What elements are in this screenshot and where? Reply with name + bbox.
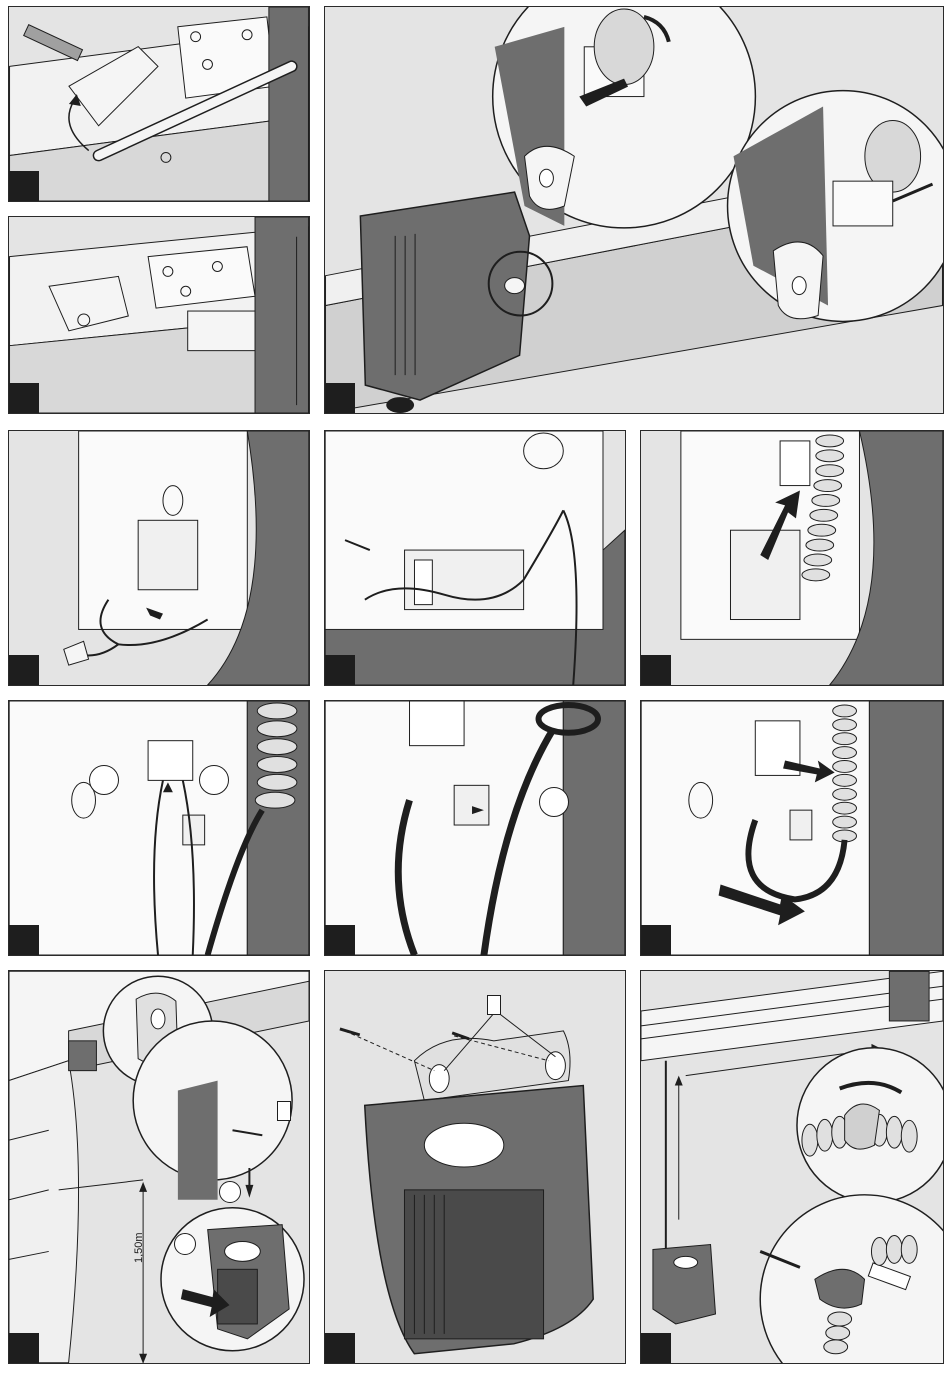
coil-attach-drawing [641, 971, 943, 1363]
panel-wall-mount-height: 1,50m [8, 970, 310, 1364]
panel-unit-mounting [324, 970, 626, 1364]
panel-coil-attach [640, 970, 944, 1364]
step-number [641, 1333, 671, 1363]
step-number [325, 1333, 355, 1363]
cable-routing-drawing [9, 431, 309, 685]
housing-mounting-drawing [325, 7, 943, 413]
step-number [325, 383, 355, 413]
step-number [9, 1333, 39, 1363]
cable-clamp-drawing [325, 431, 625, 685]
callout-upper [219, 1181, 241, 1203]
panel-housing-mounting [324, 6, 944, 414]
step-number [9, 925, 39, 955]
step-number [9, 171, 39, 201]
bracket-drawing [9, 217, 309, 413]
step-number [325, 655, 355, 685]
step-number [9, 383, 39, 413]
cable-tension-drawing [641, 701, 943, 955]
step-number [9, 655, 39, 685]
callout-left [89, 765, 119, 795]
callout-right [199, 765, 229, 795]
panel-terminal-connect [8, 700, 310, 956]
unit-mounting-drawing [325, 971, 625, 1363]
screwdriver-icon [487, 995, 501, 1015]
screwdriver-icon [277, 1101, 291, 1121]
panel-cable-routing [8, 430, 310, 686]
panel-bracket [8, 216, 310, 414]
panel-coil-cable [640, 430, 944, 686]
panel-cable-tension [640, 700, 944, 956]
plug-connect-drawing [325, 701, 625, 955]
panel-lever-arm [8, 6, 310, 202]
callout-lower [174, 1233, 196, 1255]
step-number [641, 925, 671, 955]
coil-cable-drawing [641, 431, 943, 685]
callout-right [539, 787, 569, 817]
magnifier-right [728, 91, 943, 322]
step-number [325, 925, 355, 955]
height-dimension-label: 1,50m [133, 1232, 145, 1263]
wall-mount-height-drawing [9, 971, 309, 1363]
panel-plug-connect [324, 700, 626, 956]
panel-cable-clamp [324, 430, 626, 686]
magnifier-top [493, 7, 756, 228]
lever-arm-drawing [9, 7, 309, 201]
terminal-connect-drawing [9, 701, 309, 955]
step-number [641, 655, 671, 685]
